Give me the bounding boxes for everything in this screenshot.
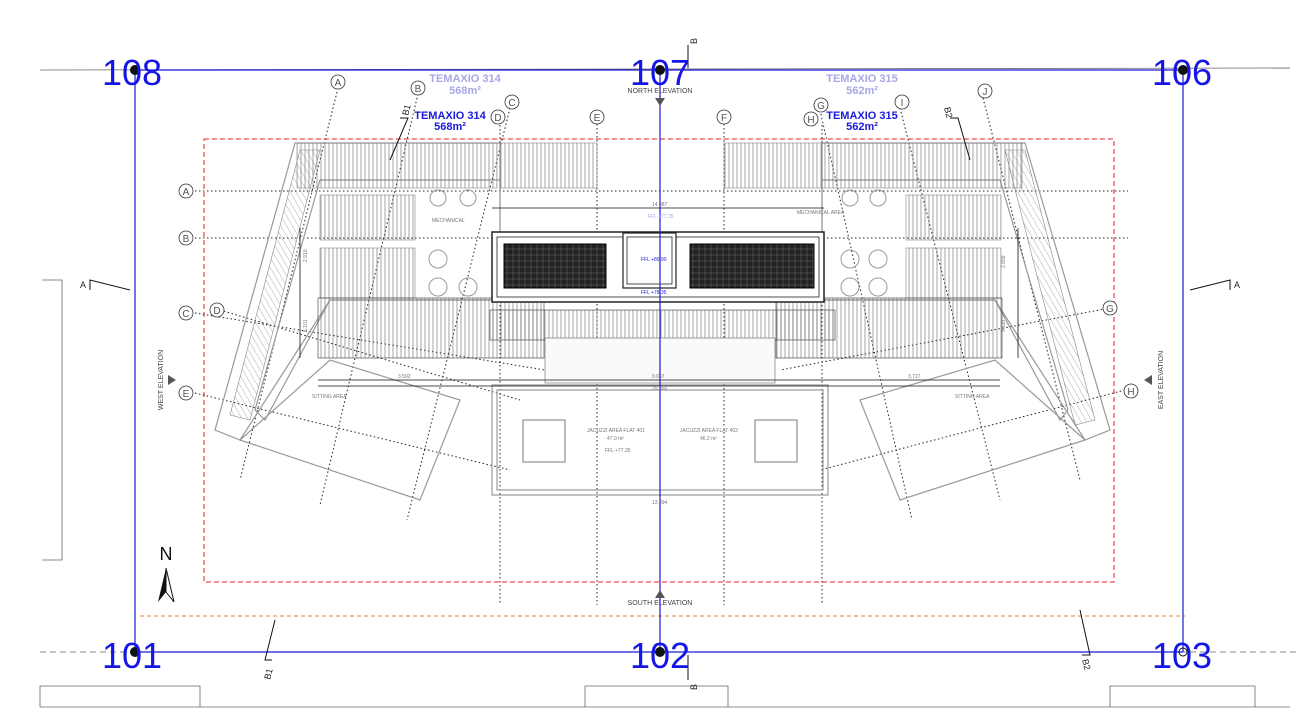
grid-label-top-j: J (983, 87, 988, 98)
jacuzzi-tubs (522, 419, 798, 463)
area-label-left-faint: TEMAXIO 314 (429, 73, 501, 85)
area-value-left-faint: 568m² (449, 85, 481, 97)
dim-top: 14.387 (652, 202, 668, 208)
grid-label-top-f: F (721, 113, 727, 124)
solar-panel-left (503, 243, 607, 289)
grid-label-left-e: E (183, 389, 190, 400)
grid-bubbles (178, 74, 1139, 401)
ffl-mech: FFL +77.35 (648, 214, 674, 220)
area-label-left: TEMAXIO 314 (414, 110, 486, 122)
grid-label-top-d: D (494, 113, 501, 124)
section-b-top: B (689, 38, 699, 44)
grid-point-102: 102 (630, 635, 690, 676)
area-label-right-faint: TEMAXIO 315 (826, 73, 898, 85)
building-limit (203, 138, 1115, 583)
area-value-left: 568m² (434, 121, 466, 133)
grid-label-left-b: B (183, 234, 190, 245)
grid-label-top-i: I (901, 98, 904, 109)
grid-label-left-c: C (182, 309, 189, 320)
grid-label-left-d: D (213, 306, 220, 317)
room-jacuzzi-right: JACUZZI AREA FLAT 402 (680, 428, 738, 434)
dim-mid-left: 3.592 (398, 374, 411, 380)
dimension-lines (299, 207, 1019, 387)
grid-point-107: 107 (630, 52, 690, 93)
room-jacuzzi-left-area: 47.0 m² (607, 436, 624, 442)
section-a-right: A (1234, 280, 1240, 290)
section-b2-top: B2 (942, 106, 955, 119)
grid-label-top-a: A (335, 78, 342, 89)
solar-roof (491, 231, 825, 303)
area-value-right-faint: 562m² (846, 85, 878, 97)
dim-bottom: 13.394 (652, 500, 668, 506)
grid-point-106: 106 (1152, 52, 1212, 93)
grid-label-top-b: B (415, 84, 422, 95)
area-label-right: TEMAXIO 315 (826, 110, 898, 122)
section-a-left: A (80, 280, 86, 290)
south-elevation-label: SOUTH ELEVATION (628, 600, 693, 607)
section-b2-bottom: B2 (1080, 658, 1093, 671)
west-elevation-label: WEST ELEVATION (158, 350, 165, 410)
section-b1-top: B1 (400, 103, 413, 116)
grid-label-top-c: C (508, 98, 515, 109)
grid-label-top-h: H (807, 115, 814, 126)
dim-mid-right: 3.727 (908, 374, 921, 380)
room-sitting-right: SITTING AREA (955, 394, 990, 400)
grid-label-right-h: H (1127, 387, 1134, 398)
ffl-top: FFL +80.90 (641, 257, 667, 263)
room-jacuzzi-left: JACUZZI AREA FLAT 401 (587, 428, 645, 434)
section-marks (89, 45, 1231, 680)
north-arrow-label: N (160, 544, 173, 564)
room-jacuzzi-right-area: 46.2 m² (700, 436, 717, 442)
solar-panel-right (689, 243, 815, 289)
grid-label-right-g: G (1106, 304, 1114, 315)
east-elevation-label: EAST ELEVATION (1158, 351, 1165, 409)
axis-markers (130, 65, 1188, 657)
site-boundary (39, 67, 1300, 708)
dim-left-vert-1: 2.910 (303, 249, 309, 262)
north-arrow: N (158, 544, 175, 603)
room-mechanical-left: MECHANICAL (432, 218, 465, 224)
section-b1-bottom: B1 (262, 667, 275, 680)
dim-right-vert-2: 5.110 (1001, 320, 1007, 332)
grid-point-101: 101 (102, 635, 162, 676)
grid-point-103: 103 (1152, 635, 1212, 676)
dim-left-vert-2: 5.101 (303, 319, 309, 332)
ffl-jacuzzi: FFL +77.35 (605, 448, 631, 454)
ffl-bottom: FFL +78.35 (641, 290, 667, 296)
dim-mid-center: 9.047 (652, 374, 665, 380)
room-mechanical-right: MECHANICAL AREA (797, 210, 845, 216)
grid-point-108: 108 (102, 52, 162, 93)
area-value-right: 562m² (846, 121, 878, 133)
grid-label-left-a: A (183, 187, 190, 198)
dim-right-vert-1: 2.899 (1001, 255, 1007, 268)
section-b-bottom: B (689, 684, 699, 690)
dim-total: 29.050 (652, 386, 668, 392)
grid-label-top-g: G (817, 101, 825, 112)
grid-label-top-e: E (594, 113, 601, 124)
room-sitting-left: SITTING AREA (312, 394, 347, 400)
equipment-circles (428, 189, 888, 297)
elevation-markers (168, 98, 1152, 598)
north-elevation-label: NORTH ELEVATION (628, 88, 693, 95)
